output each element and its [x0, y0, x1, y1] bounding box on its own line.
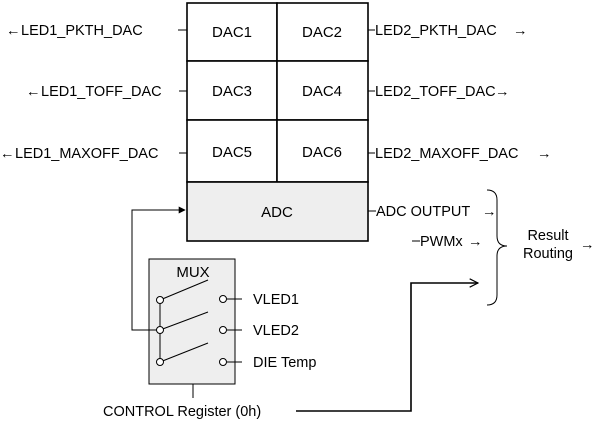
dac3-label: DAC3	[212, 83, 252, 100]
mux-pin-left-2	[156, 326, 164, 334]
left-arrow-glyph: ←	[26, 84, 41, 100]
result-brace	[486, 189, 508, 306]
right-arrow-glyph: →	[468, 234, 483, 250]
dac4-label: DAC4	[302, 83, 342, 100]
pwm-label: PWMx	[420, 234, 463, 250]
adc-output-label: ADC OUTPUT	[376, 204, 470, 220]
control-to-routing-wire	[296, 283, 478, 412]
right-arrow-glyph: →	[482, 204, 497, 220]
adc-label: ADC	[261, 204, 293, 221]
mux-input-vled2: VLED2	[253, 323, 299, 339]
result-routing-line1: Result	[527, 228, 568, 244]
right-signal-2: LED2_TOFF_DAC	[375, 84, 496, 100]
result-routing-line2: Routing	[523, 246, 573, 262]
mux-switch-2	[159, 311, 209, 331]
dac2-label: DAC2	[302, 24, 342, 41]
adc-block	[186, 181, 369, 242]
left-arrow-glyph: ←	[6, 23, 21, 39]
dac1-cell	[186, 2, 278, 62]
dac1-label: DAC1	[212, 24, 252, 41]
mux-pin-left-3	[156, 358, 164, 366]
mux-pin-right-3	[219, 358, 227, 366]
mux-switch-1	[159, 279, 209, 301]
dac6-cell	[276, 119, 369, 183]
mux-switch-3	[159, 342, 209, 363]
mux-pin-right-2	[219, 326, 227, 334]
left-signal-1: LED1_PKTH_DAC	[21, 23, 143, 39]
mux-pin-right-1	[219, 295, 227, 303]
left-signal-3: LED1_MAXOFF_DAC	[15, 146, 158, 162]
right-signal-3: LED2_MAXOFF_DAC	[375, 146, 518, 162]
dac2-cell	[276, 2, 369, 62]
right-arrow-glyph: →	[513, 23, 528, 39]
left-signal-2: LED1_TOFF_DAC	[41, 84, 162, 100]
dac6-label: DAC6	[302, 144, 342, 161]
control-register-label: CONTROL Register (0h)	[103, 404, 261, 420]
left-arrow-glyph: ←	[0, 146, 15, 162]
right-signal-1: LED2_PKTH_DAC	[375, 23, 497, 39]
mux-title: MUX	[176, 264, 209, 281]
mux-input-vled1: VLED1	[253, 292, 299, 308]
right-arrow-glyph: →	[495, 84, 510, 100]
right-arrow-glyph: →	[537, 146, 552, 162]
right-arrow-glyph: →	[580, 237, 595, 253]
mux-input-dietemp: DIE Temp	[253, 355, 316, 371]
dac5-label: DAC5	[212, 144, 252, 161]
mux-to-adc-wire	[131, 206, 186, 331]
mux-pin-left-1	[156, 296, 164, 304]
